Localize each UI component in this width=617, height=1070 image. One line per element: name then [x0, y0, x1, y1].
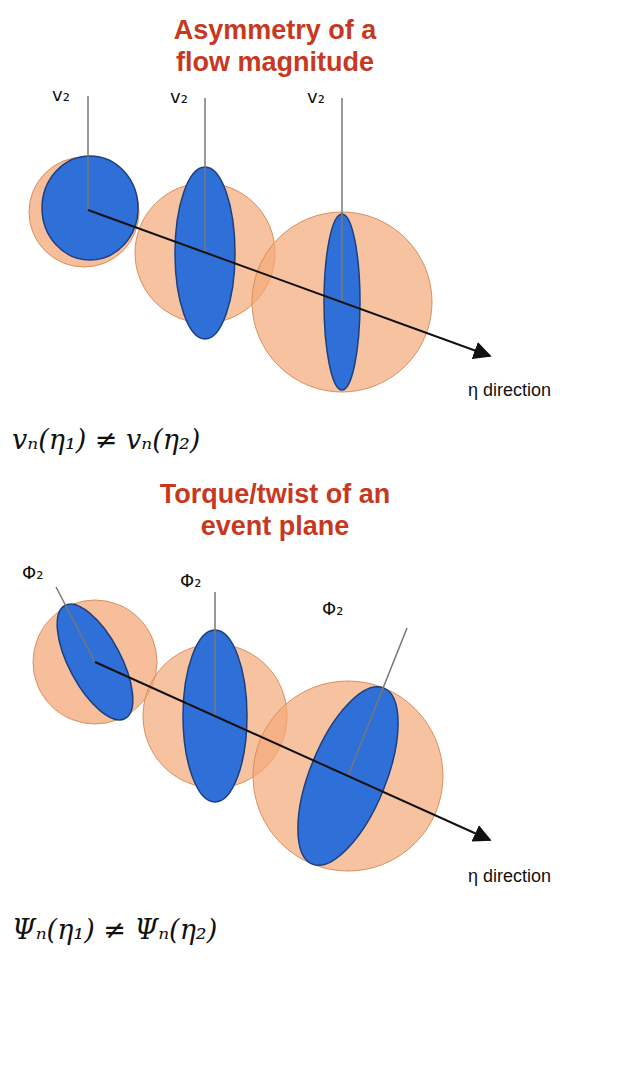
flow-symbol: v₂: [52, 84, 70, 106]
plane-line: [341, 98, 343, 302]
plane-line: [348, 628, 407, 776]
section-heading: Asymmetry of a flow magnitude: [155, 14, 395, 79]
flow-symbol: v₂: [170, 86, 188, 108]
plane-line: [56, 587, 95, 662]
plane-symbol: Φ₂: [22, 562, 43, 584]
plane-symbol: Φ₂: [180, 570, 201, 592]
magnitude-figure: [29, 96, 490, 392]
twist-figure: [33, 587, 490, 878]
plane-line: [87, 96, 89, 210]
equation: Ψₙ(η₁) ≠ Ψₙ(η₂): [12, 914, 217, 946]
eta-axis: [95, 662, 490, 840]
plane-line: [214, 592, 216, 716]
eta-axis: [88, 210, 490, 356]
axis-label: η direction: [468, 866, 551, 888]
fireball-slice: [29, 157, 139, 267]
section-heading: Torque/twist of an event plane: [135, 478, 415, 543]
axis-label: η direction: [468, 380, 551, 402]
plane-symbol: Φ₂: [322, 598, 343, 620]
flow-ellipse: [42, 156, 138, 260]
flow-symbol: v₂: [307, 86, 325, 108]
plane-line: [204, 98, 206, 253]
equation: vₙ(η₁) ≠ vₙ(η₂): [12, 424, 200, 456]
